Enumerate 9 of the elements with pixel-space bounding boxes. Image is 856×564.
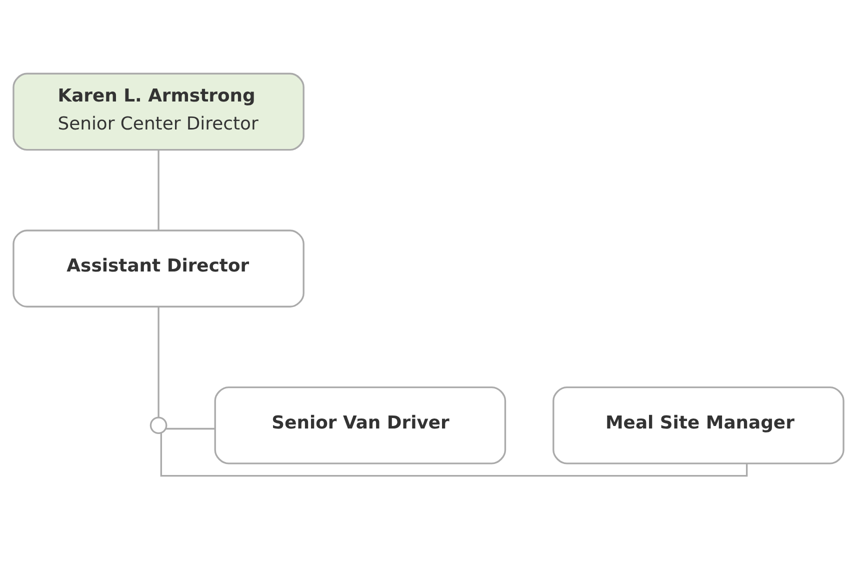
connector (165, 428, 215, 430)
node-box: Assistant Director (12, 230, 304, 308)
connector (157, 306, 159, 418)
node-circle (149, 416, 167, 434)
connector (157, 150, 159, 230)
node-box: Meal Site Manager (552, 386, 844, 464)
connector (160, 432, 748, 477)
node-box: Senior Van Driver (214, 386, 506, 464)
node-box: Karen L. Armstrong Senior Center Director (12, 72, 304, 151)
